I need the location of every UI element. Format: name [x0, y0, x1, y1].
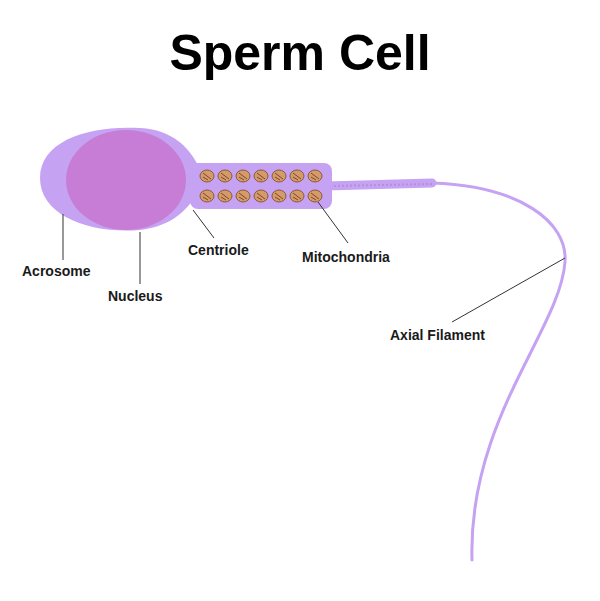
cristae [257, 193, 265, 200]
mitochondrion [290, 190, 304, 202]
part-label: Axial Filament [390, 327, 485, 343]
leader-lines [63, 202, 565, 322]
cristae [221, 173, 229, 180]
mitochondrion [254, 170, 268, 182]
part-label: Centriole [188, 242, 249, 258]
mitochondrion [236, 190, 250, 202]
diagram-title: Sperm Cell [0, 24, 600, 82]
mitochondrion [290, 170, 304, 182]
cristae [203, 173, 211, 180]
leader-line [63, 214, 64, 260]
cristae [221, 193, 229, 200]
tail [326, 183, 565, 560]
leader-line [140, 232, 141, 284]
cristae [311, 193, 319, 200]
mitochondrion [218, 170, 232, 182]
cristae [275, 193, 283, 200]
tail-filament [326, 183, 565, 560]
part-label: Mitochondria [302, 249, 390, 265]
axial-core [330, 184, 432, 186]
cristae [239, 173, 247, 180]
cristae [257, 173, 265, 180]
cristae [239, 193, 247, 200]
mitochondrion [272, 190, 286, 202]
mitochondrion [200, 190, 214, 202]
nucleus-shape [66, 130, 186, 230]
cristae [203, 193, 211, 200]
leader-line [452, 258, 565, 322]
head-outline [40, 128, 198, 231]
mitochondrion [218, 190, 232, 202]
tail-principal [326, 183, 432, 186]
mitochondria-group [200, 170, 322, 202]
midpiece [190, 163, 332, 209]
mitochondrion [308, 190, 322, 202]
mitochondrion [272, 170, 286, 182]
cristae [293, 193, 301, 200]
part-label: Acrosome [22, 263, 90, 279]
leader-line [318, 202, 348, 243]
mitochondrion [254, 190, 268, 202]
mitochondrion [308, 170, 322, 182]
cristae [293, 173, 301, 180]
cristae [311, 173, 319, 180]
cristae [275, 173, 283, 180]
leader-line [193, 210, 214, 238]
mitochondrion [200, 170, 214, 182]
mitochondrion [236, 170, 250, 182]
part-label: Nucleus [108, 288, 162, 304]
